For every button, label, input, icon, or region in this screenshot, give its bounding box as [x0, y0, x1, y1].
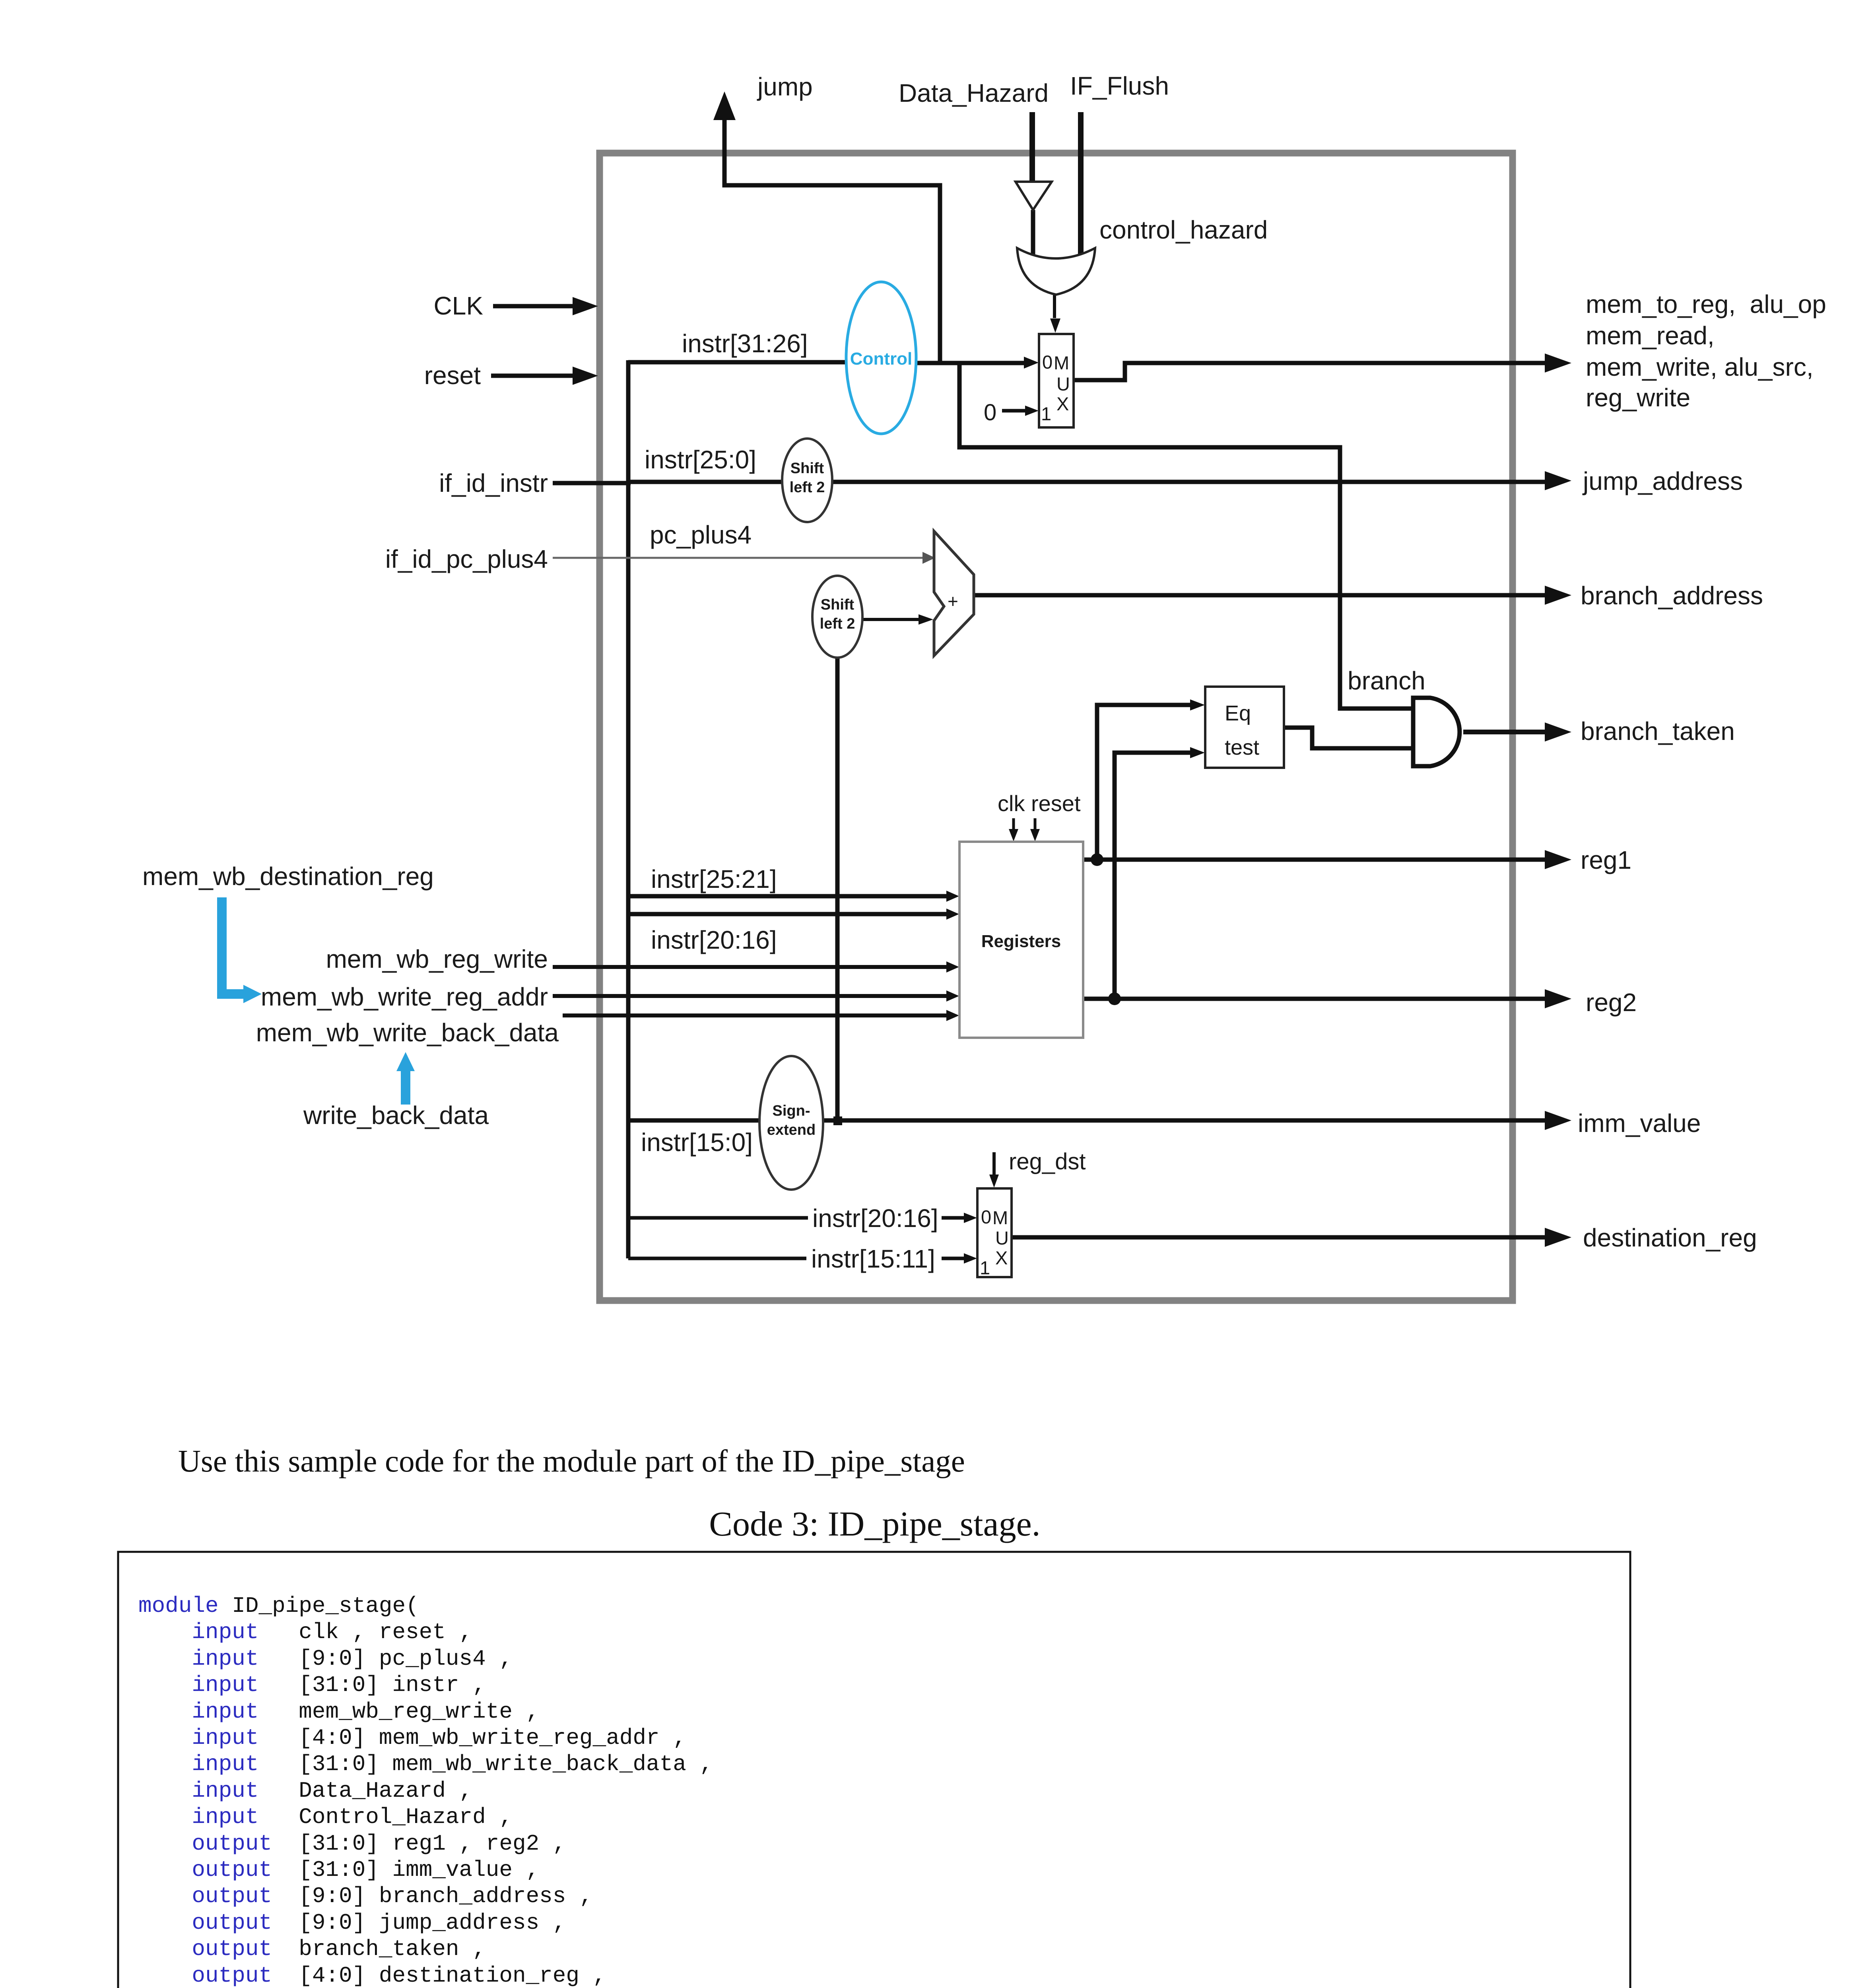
svg-text:mem_to_reg, alu_op: mem_to_reg, alu_op [1586, 290, 1826, 318]
svg-text:0: 0 [981, 1206, 991, 1227]
svg-text:instr[25:21]: instr[25:21] [651, 865, 777, 893]
svg-text:Use this sample code for the m: Use this sample code for the module part… [178, 1444, 965, 1479]
svg-text:mem_wb_write_reg_addr: mem_wb_write_reg_addr [261, 982, 548, 1011]
svg-text:instr[20:16]: instr[20:16] [651, 926, 777, 954]
svg-text:destination_reg: destination_reg [1583, 1223, 1757, 1252]
svg-text:reg1: reg1 [1581, 846, 1631, 874]
svg-text:Shift: Shift [790, 460, 824, 477]
svg-text:left 2: left 2 [820, 615, 855, 632]
svg-text:reg_dst: reg_dst [1009, 1149, 1086, 1175]
svg-text:input [31:0] instr ,: input [31:0] instr , [138, 1672, 486, 1698]
svg-text:output branch_taken ,: output branch_taken , [138, 1936, 486, 1962]
svg-text:input clk , reset ,: input clk , reset , [138, 1619, 472, 1645]
svg-text:Shift: Shift [821, 596, 854, 613]
svg-text:+: + [948, 591, 958, 612]
svg-text:mem_wb_destination_reg: mem_wb_destination_reg [142, 862, 434, 891]
svg-text:CLK: CLK [434, 291, 484, 320]
svg-text:clk reset: clk reset [998, 791, 1081, 816]
svg-text:output [9:0] branch_address ,: output [9:0] branch_address , [138, 1883, 593, 1909]
svg-text:imm_value: imm_value [1578, 1109, 1701, 1138]
svg-text:output [9:0] jump_address ,: output [9:0] jump_address , [138, 1910, 566, 1936]
svg-text:jump: jump [757, 72, 813, 101]
svg-text:left 2: left 2 [790, 479, 825, 496]
svg-text:reset: reset [424, 361, 481, 390]
svg-text:input mem_wb_reg_write ,: input mem_wb_reg_write , [138, 1699, 539, 1724]
svg-text:instr[15:0]: instr[15:0] [641, 1128, 753, 1157]
svg-text:instr[20:16]: instr[20:16] [812, 1204, 938, 1233]
svg-text:branch: branch [1348, 666, 1425, 695]
svg-text:mem_wb_write_back_data: mem_wb_write_back_data [256, 1018, 559, 1047]
svg-text:Data_Hazard: Data_Hazard [899, 79, 1049, 107]
svg-text:if_id_instr: if_id_instr [439, 469, 548, 497]
svg-text:reg_write: reg_write [1586, 383, 1690, 412]
svg-text:Sign-: Sign- [773, 1103, 810, 1119]
svg-text:input [4:0] mem_wb_write_reg: input [4:0] mem_wb_write_reg_addr , [138, 1725, 686, 1751]
svg-text:input Control_Hazard ,: input Control_Hazard , [138, 1804, 513, 1830]
svg-text:reg2: reg2 [1586, 988, 1637, 1017]
svg-text:1: 1 [980, 1257, 990, 1278]
svg-text:write_back_data: write_back_data [303, 1101, 489, 1130]
svg-text:input Data_Hazard ,: input Data_Hazard , [138, 1778, 472, 1804]
svg-text:1: 1 [1041, 403, 1051, 424]
svg-text:extend: extend [767, 1122, 816, 1138]
svg-text:branch_taken: branch_taken [1581, 717, 1735, 746]
svg-text:0: 0 [984, 400, 996, 425]
svg-text:instr[15:11]: instr[15:11] [811, 1244, 935, 1273]
svg-text:Control: Control [850, 349, 912, 369]
svg-text:instr[31:26]: instr[31:26] [682, 329, 808, 358]
svg-text:U: U [995, 1227, 1009, 1248]
svg-text:input [9:0] pc_plus4 ,: input [9:0] pc_plus4 , [138, 1646, 513, 1672]
svg-text:X: X [995, 1247, 1008, 1268]
svg-text:Eq: Eq [1225, 701, 1251, 725]
svg-text:test: test [1225, 736, 1259, 759]
svg-text:instr[25:0]: instr[25:0] [645, 445, 756, 474]
svg-text:IF_Flush: IF_Flush [1070, 72, 1169, 100]
svg-text:0: 0 [1042, 351, 1053, 373]
svg-text:if_id_pc_plus4: if_id_pc_plus4 [385, 545, 548, 573]
svg-text:output [31:0] reg1 , reg2 ,: output [31:0] reg1 , reg2 , [138, 1831, 566, 1856]
svg-text:input [31:0] mem_wb_write_ba: input [31:0] mem_wb_write_back_data , [138, 1751, 713, 1777]
svg-text:M: M [992, 1207, 1008, 1228]
svg-text:output [4:0] destination_reg: output [4:0] destination_reg , [138, 1963, 606, 1988]
svg-text:jump_address: jump_address [1582, 467, 1743, 495]
svg-text:module ID_pipe_stage(: module ID_pipe_stage( [138, 1593, 419, 1619]
svg-text:X: X [1056, 393, 1069, 414]
svg-text:mem_write, alu_src,: mem_write, alu_src, [1586, 353, 1814, 381]
svg-text:M: M [1054, 352, 1069, 373]
svg-text:control_hazard: control_hazard [1099, 215, 1268, 244]
svg-text:mem_read,: mem_read, [1586, 321, 1715, 350]
svg-text:Code 3: ID_pipe_stage.: Code 3: ID_pipe_stage. [709, 1505, 1040, 1543]
svg-text:U: U [1056, 373, 1070, 394]
svg-text:Registers: Registers [981, 932, 1061, 951]
svg-text:output [31:0] imm_value ,: output [31:0] imm_value , [138, 1857, 539, 1883]
svg-text:pc_plus4: pc_plus4 [650, 520, 752, 549]
svg-text:mem_wb_reg_write: mem_wb_reg_write [326, 945, 548, 973]
svg-text:branch_address: branch_address [1581, 581, 1763, 610]
